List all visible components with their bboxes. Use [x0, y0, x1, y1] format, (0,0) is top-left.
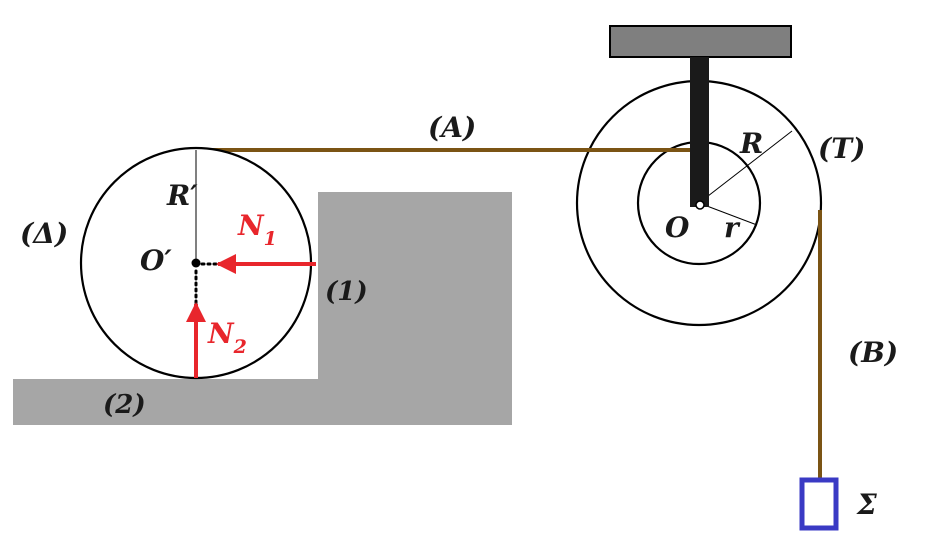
force-n1-symbol: N — [237, 209, 265, 242]
force-n1-label: N1 — [237, 209, 277, 250]
hanging-mass — [799, 477, 839, 531]
ground-step-block — [13, 192, 512, 425]
cylinder-center-label: O′ — [140, 244, 172, 277]
pulley-center-label: O — [665, 211, 690, 244]
pulley-axle-bar — [690, 57, 709, 207]
cylinder-label: (Δ) — [20, 217, 68, 250]
radius-small-label: r — [724, 211, 741, 244]
contact-1-label: (1) — [325, 277, 368, 307]
force-n2-subscript: 2 — [233, 336, 247, 358]
force-n2-label: N2 — [207, 317, 247, 358]
contact-2-label: (2) — [103, 390, 146, 420]
radius-big-label: R — [739, 127, 763, 160]
ceiling-support — [609, 25, 792, 58]
force-n2-symbol: N — [207, 317, 235, 350]
rope-a-label: (A) — [428, 111, 476, 144]
force-n1-subscript: 1 — [264, 228, 277, 250]
cylinder-center-dot — [191, 258, 201, 268]
pulley-radius-R-line — [698, 130, 793, 204]
mass-label: Σ — [856, 488, 877, 521]
pulley-label: (T) — [818, 132, 865, 165]
cylinder-radius-label: R′ — [166, 179, 198, 212]
pulley-axle-pin — [695, 200, 705, 210]
rope-b-label: (B) — [848, 336, 898, 369]
